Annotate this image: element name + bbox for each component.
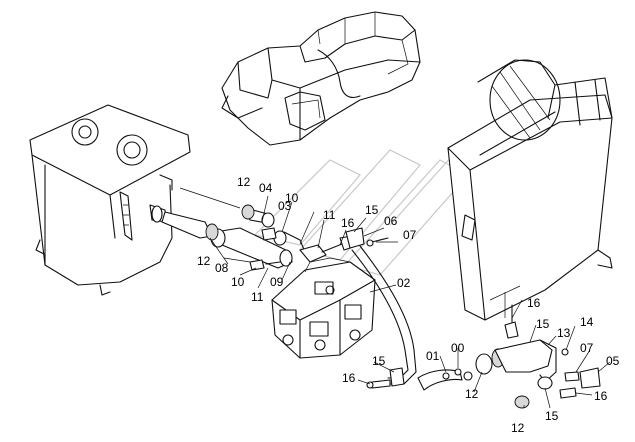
callout-00: 00 — [451, 341, 465, 355]
callout-11-lower: 11 — [251, 290, 264, 304]
callout-16-upper: 16 — [341, 216, 355, 230]
callout-15-lower: 15 — [545, 409, 559, 423]
control-valve-block — [271, 257, 376, 359]
callout-12-left: 12 — [197, 254, 211, 268]
hose-assemblies — [161, 204, 601, 409]
callout-08: 08 — [215, 261, 229, 275]
callout-01: 01 — [426, 349, 440, 363]
callout-15-lower-left: 15 — [372, 354, 386, 368]
callout-07-right: 07 — [580, 341, 594, 355]
hydraulic-tank — [29, 104, 191, 296]
callout-16-right-top: 16 — [527, 296, 541, 310]
oil-cooler-radiator — [447, 59, 613, 321]
callout-14: 14 — [580, 315, 594, 329]
callout-12-lower: 12 — [465, 387, 479, 401]
callout-12-bottom: 12 — [511, 421, 525, 435]
callout-10-upper: 10 — [285, 191, 299, 205]
callout-15-upper: 15 — [365, 203, 379, 217]
callout-09: 09 — [270, 275, 284, 289]
leader-lines — [179, 187, 611, 409]
callout-04: 04 — [259, 181, 273, 195]
callout-03: 03 — [278, 199, 292, 213]
callout-16-lower-right: 16 — [594, 389, 608, 403]
callout-12-upper: 12 — [237, 175, 251, 189]
callout-13: 13 — [557, 326, 571, 340]
excavator-body — [221, 11, 421, 146]
callout-15-right: 15 — [536, 317, 550, 331]
callout-16-lower-left: 16 — [342, 371, 356, 385]
callout-05: 05 — [606, 354, 620, 368]
callout-02: 02 — [397, 276, 411, 290]
callout-07-upper: 07 — [403, 228, 417, 242]
callout-11-upper: 11 — [323, 208, 336, 222]
callout-10-lower: 10 — [231, 275, 245, 289]
callout-06: 06 — [384, 214, 398, 228]
